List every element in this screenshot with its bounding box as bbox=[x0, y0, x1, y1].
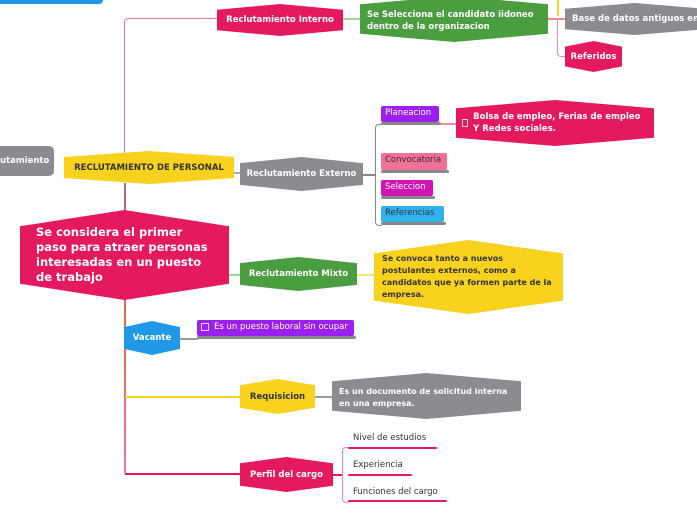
underline bbox=[381, 196, 435, 199]
step-seleccion[interactable]: Seleccion bbox=[381, 180, 433, 196]
connector bbox=[233, 172, 241, 174]
underline bbox=[381, 122, 441, 125]
perfil-item[interactable]: Funciones del cargo bbox=[353, 487, 438, 497]
vacante-desc[interactable]: Es un puesto laboral sin ocupar bbox=[197, 320, 354, 336]
underline bbox=[348, 500, 447, 502]
underline bbox=[381, 222, 446, 225]
step-referencias[interactable]: Referencias bbox=[381, 206, 444, 222]
connector bbox=[343, 18, 361, 20]
interno-desc-node[interactable]: Se Selecciona el candidato iidoneo dentr… bbox=[360, 0, 548, 42]
reclutamiento-interno-node[interactable]: Reclutamiento Interno bbox=[217, 4, 343, 36]
step-convocatoria[interactable]: Convocatoria bbox=[381, 153, 447, 170]
referidos-node[interactable]: Referidos bbox=[565, 41, 622, 72]
requisicion-desc-node[interactable]: Es un documento de solicitud interna en … bbox=[332, 373, 521, 419]
underline bbox=[348, 447, 437, 449]
connector bbox=[441, 123, 457, 125]
checkbox-icon[interactable] bbox=[201, 322, 209, 331]
connector bbox=[363, 174, 375, 176]
connector bbox=[315, 396, 333, 398]
left-partial-node[interactable]: utamiento bbox=[0, 146, 54, 176]
root-node[interactable]: RECLUTAMIENTO DE PERSONAL bbox=[64, 151, 234, 184]
connector bbox=[125, 396, 241, 398]
connector bbox=[342, 447, 349, 503]
underline bbox=[381, 170, 449, 173]
perfil-cargo-node[interactable]: Perfil del cargo bbox=[240, 457, 333, 492]
underline bbox=[348, 474, 412, 476]
base-datos-node[interactable]: Base de datos antiguos em bbox=[565, 3, 697, 35]
connector bbox=[229, 274, 241, 276]
step-planeacion[interactable]: Planeacion bbox=[381, 106, 439, 122]
connector bbox=[180, 338, 198, 340]
requisicion-node[interactable]: Requisicion bbox=[240, 379, 315, 414]
connector bbox=[375, 124, 382, 226]
perfil-item[interactable]: Experiencia bbox=[353, 460, 403, 470]
checkbox-icon[interactable] bbox=[462, 119, 469, 127]
connector bbox=[357, 274, 375, 276]
connector bbox=[125, 473, 241, 475]
connector bbox=[0, 0, 103, 4]
underline bbox=[197, 336, 356, 339]
connector bbox=[557, 0, 559, 16]
definition-node[interactable]: Se considera el primer paso para atraer … bbox=[20, 210, 229, 300]
planeacion-desc-node[interactable]: Bolsa de empleo, Ferias de empleo Y Rede… bbox=[456, 100, 654, 146]
mixto-desc-node[interactable]: Se convoca tanto a nuevos postulantes ex… bbox=[374, 240, 563, 314]
connector bbox=[124, 18, 219, 169]
connector bbox=[557, 18, 566, 57]
perfil-item[interactable]: Nivel de estudios bbox=[353, 433, 427, 443]
vacante-node[interactable]: Vacante bbox=[124, 321, 180, 355]
reclutamiento-externo-node[interactable]: Reclutamiento Externo bbox=[240, 157, 363, 191]
reclutamiento-mixto-node[interactable]: Reclutamiento Mixto bbox=[240, 257, 357, 291]
connector bbox=[333, 474, 343, 476]
